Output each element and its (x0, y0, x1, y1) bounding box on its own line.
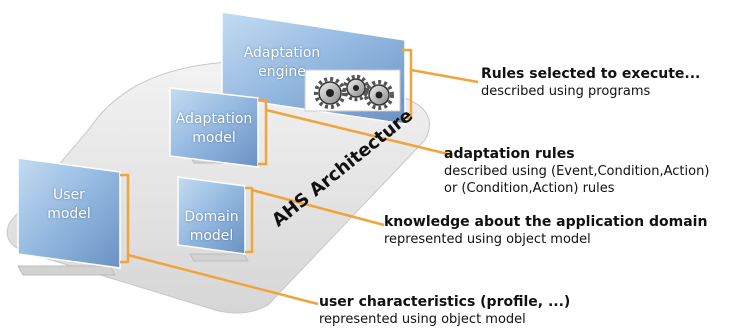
connector-domain-model (251, 188, 385, 227)
bracket-adaptation-model (258, 98, 268, 166)
annotation-adaptation-engine: Rules selected to execute... described u… (481, 66, 701, 99)
gears-icon (314, 74, 394, 110)
annotation-adaptation-model: adaptation rules described using (Event,… (444, 146, 710, 196)
panel-user-model (17, 157, 121, 269)
bracket-domain-model (245, 186, 254, 254)
user-model-label: User model (47, 187, 91, 222)
panel-domain-model (177, 176, 246, 255)
connectors (120, 48, 479, 306)
panel-adaptation-model (169, 87, 259, 168)
adaptation-model-label: Adaptation model (175, 111, 253, 146)
adaptation-engine-label: Adaptation engine (243, 45, 321, 80)
annotation-domain-model: knowledge about the application domain r… (384, 214, 708, 247)
bracket-adaptation-engine (402, 48, 413, 120)
connector-adaptation-model (265, 108, 453, 157)
domain-model-label: Domain model (184, 209, 239, 244)
annotation-user-model: user characteristics (profile, ...) repr… (319, 294, 571, 327)
bracket-user-model (120, 173, 130, 264)
connector-adaptation-engine (410, 68, 479, 84)
connector-user-model (127, 253, 319, 306)
